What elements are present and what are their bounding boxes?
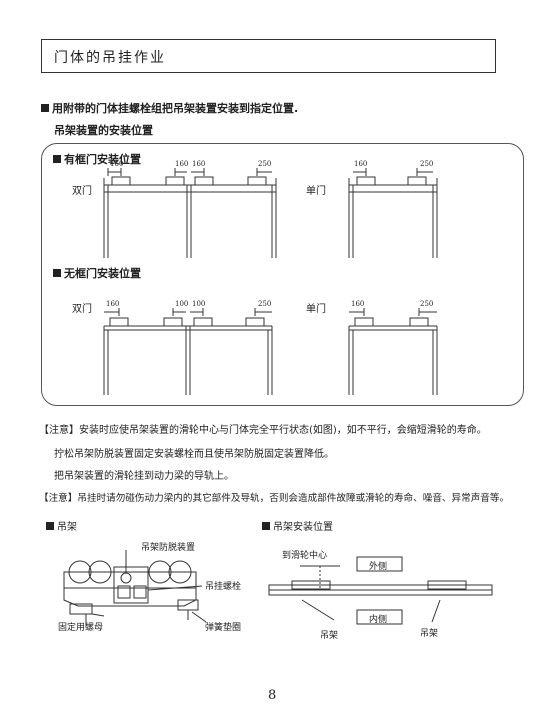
bullet-square-icon (262, 522, 270, 530)
nut-label: 固定用螺母 (58, 623, 104, 633)
hanger-right-label: 吊架 (420, 629, 439, 639)
dim-label: 250 (420, 300, 434, 308)
bolt-label: 吊挂螺栓 (205, 582, 242, 592)
dim-label: 100 (175, 300, 189, 308)
dim-label: 160 (106, 300, 120, 308)
inside-label: 内侧 (369, 615, 388, 625)
note-2: 【注意】吊挂时请勿碰伤动力梁内的其它部件及导轨，否则会造成部件故障或滑轮的寿命、… (39, 493, 510, 504)
dim-label: 160 (354, 160, 368, 168)
with-frame-single-door-drawing (348, 168, 438, 258)
dim-label: 160 (192, 160, 206, 168)
install-heading: 吊架安装位置 (262, 518, 333, 533)
note-line-3: 把吊架装置的滑轮挂到动力梁的导轨上。 (54, 471, 234, 482)
install-heading-text: 吊架安装位置 (273, 522, 333, 533)
intro-line-2: 吊架装置的安装位置 (54, 124, 153, 137)
with-frame-heading-text: 有框门安装位置 (64, 153, 141, 166)
without-frame-single-label: 单门 (306, 304, 326, 315)
washer-label: 弹簧垫圈 (205, 623, 242, 633)
hanger-left-label: 吊架 (320, 631, 339, 641)
without-frame-heading-text: 无框门安装位置 (64, 267, 141, 280)
bullet-square-icon (53, 269, 61, 277)
hanger-heading: 吊架 (46, 518, 77, 533)
dim-label: 160 (175, 160, 189, 168)
hanger-heading-text: 吊架 (57, 522, 77, 533)
without-frame-heading: 无框门安装位置 (53, 265, 141, 281)
note-1: 【注意】安装时应使吊架装置的滑轮中心与门体完全平行状态(如图)，如不平行，会缩短… (39, 425, 487, 436)
with-frame-single-label: 单门 (306, 186, 326, 197)
anti-release-label: 吊架防脱装置 (141, 543, 196, 553)
with-frame-double-label: 双门 (72, 186, 92, 197)
bullet-square-icon (41, 104, 49, 112)
dim-label: 250 (420, 160, 434, 168)
without-frame-double-label: 双门 (72, 304, 92, 315)
dim-label: 160 (110, 160, 124, 168)
bullet-square-icon (53, 155, 61, 163)
without-frame-double-door-drawing (103, 308, 273, 395)
page-number: 8 (268, 688, 277, 703)
install-position-drawing (268, 556, 493, 625)
pulley-center-label: 到滑轮中心 (282, 551, 328, 561)
section-title: 门体的吊挂作业 (54, 50, 166, 66)
dim-label: 250 (258, 300, 272, 308)
intro-line-1: 用附带的门体挂螺栓组把吊架装置安装到指定位置. (41, 100, 298, 116)
with-frame-heading: 有框门安装位置 (53, 151, 141, 167)
hanger-drawing (63, 550, 207, 626)
outside-label: 外侧 (369, 562, 388, 572)
section-title-box: 门体的吊挂作业 (41, 39, 496, 73)
installation-diagram-panel (41, 143, 524, 406)
with-frame-double-door-drawing (103, 168, 277, 258)
dim-label: 100 (192, 300, 206, 308)
without-frame-single-door-drawing (348, 308, 438, 395)
bullet-square-icon (46, 522, 54, 530)
dim-label: 250 (258, 160, 272, 168)
dim-label: 160 (351, 300, 365, 308)
intro-line-1-text: 用附带的门体挂螺栓组把吊架装置安装到指定位置. (52, 102, 299, 115)
note-line-2: 拧松吊架防脱装置固定安装螺栓而且使吊架防脱固定装置降低。 (54, 449, 334, 460)
